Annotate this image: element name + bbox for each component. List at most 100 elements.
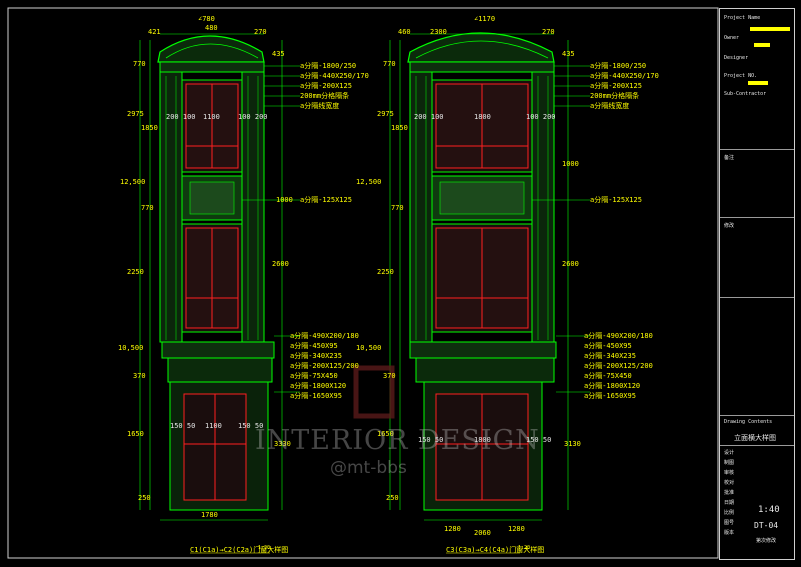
left-top-dim-3: 480 [205,24,218,32]
right-mid-6: 150 50 [526,436,552,444]
left-mid-4: 150 50 [170,422,196,430]
left-elevation [139,33,300,521]
right-caption: C3(C3a)→C4(C4a)门窗大样图 [446,546,545,554]
left-dim-5: 2250 [127,268,144,276]
left-annotation-1: a分隔-1800/250 [300,62,357,70]
left-annotation-8: a分隔-450X95 [290,342,338,350]
brand-mark [353,365,395,419]
left-top-dim-4: 270 [254,28,267,36]
right-annotation-6: a分隔-125X125 [590,196,642,204]
tb-divider-3 [720,297,794,298]
tb-row-6: 日期 [724,500,735,506]
tb-project-value [750,27,790,31]
tb-row-9: 版本 [724,530,735,536]
tb-project-label: Project Name [724,15,761,21]
right-right-dim-2: 1000 [562,160,579,168]
left-mid-6: 150 50 [238,422,264,430]
tb-sub-label: Sub-Contractor [724,91,767,97]
right-dim-5: 2250 [377,268,394,276]
tb-revision-mark: 第次修改 [756,538,777,544]
right-annotation-13: a分隔-1650X95 [584,392,636,400]
tb-divider-4 [720,415,794,416]
right-elevation [389,32,590,521]
left-dim-4: 770 [141,204,154,212]
left-dim-1: 770 [133,60,146,68]
tb-number-label: Project NO. [724,73,758,79]
tb-row-3: 审核 [724,470,735,476]
tb-scale-value: 1:40 [758,505,780,515]
left-caption: C1(C1a)→C2(C2a)门窗大样图 [190,546,289,554]
right-right-dim-4: 2600 [562,260,579,268]
right-dim-4: 770 [391,204,404,212]
right-mid-2: 1800 [474,113,491,121]
left-annotation-6: a分隔-125X125 [300,196,352,204]
right-level-1: 12,500 [356,178,382,186]
left-annotation-5: a分隔线宽度 [300,102,340,110]
tb-row-8: 图号 [724,520,735,526]
left-pediment [157,35,265,63]
right-dim-7: 1650 [377,430,394,438]
right-annotation-7: a分隔-490X200/180 [584,332,653,340]
right-dim-6: 370 [383,372,396,380]
right-bottom-dim-2: 2060 [474,529,491,537]
left-annotation-10: a分隔-200X125/200 [290,362,359,370]
right-bottom-dim-1: 1280 [444,525,461,533]
left-annotation-4: 200mm分格隔条 [300,92,350,100]
title-block: Project Name Owner Designer Project NO. … [719,8,795,560]
tb-owner-label: Owner [724,35,740,41]
left-right-dim-1: 435 [272,50,285,58]
tb-divider-5 [720,445,794,446]
right-dim-3: 1850 [391,124,408,132]
right-annotation-8: a分隔-450X95 [584,342,632,350]
drawing-border [7,7,719,559]
left-dim-2: 2975 [127,110,144,118]
left-top-dim-2: ∠780 [198,15,215,23]
right-pediment [407,32,555,63]
right-right-dim-8: 3130 [564,440,581,448]
watermark-title: INTERIOR DESIGN [255,425,540,456]
left-cornice [161,341,275,359]
tb-row-2: 制图 [724,460,735,466]
right-top-dim-3: 2300 [430,28,447,36]
left-annotation-3: a分隔-200X125 [300,82,352,90]
watermark-handle: @mt-bbs [330,458,407,478]
right-dim-2: 2975 [377,110,394,118]
right-level-2: 10,500 [356,344,382,352]
left-mid-2: 1100 [203,113,220,121]
right-annotation-1: a分隔-1800/250 [590,62,647,70]
left-right-dim-3: 1000 [276,196,293,204]
left-annotation-13: a分隔-1650X95 [290,392,342,400]
tb-notes-label: 备注 [724,155,735,161]
right-top-dim-2: ∠1170 [474,15,496,23]
tb-row-1: 设计 [724,450,735,456]
right-annotation-12: a分隔-1800X120 [584,382,641,390]
right-annotation-4: 200mm分格隔条 [590,92,640,100]
left-mid-3: 100 200 [238,113,268,121]
right-right-dim-1: 435 [562,50,575,58]
right-mid-3: 100 200 [526,113,556,121]
left-dim-6: 370 [133,372,146,380]
left-mid-1: 200 100 [166,113,196,121]
right-mid-5: 1800 [474,436,491,444]
left-annotation-2: a分隔-440X250/170 [300,72,369,80]
tb-divider-2 [720,217,794,218]
left-mid-5: 1100 [205,422,222,430]
left-level-2: 10,500 [118,344,144,352]
left-annotation-12: a分隔-1800X120 [290,382,347,390]
right-bottom-dim-3: 1280 [508,525,525,533]
right-annotation-2: a分隔-440X250/170 [590,72,659,80]
right-top-dim-4: 270 [542,28,555,36]
left-dim-3: 1850 [141,124,158,132]
left-level-1: 12,500 [120,178,146,186]
right-annotation-11: a分隔-75X450 [584,372,632,380]
right-annotation-9: a分隔-340X235 [584,352,636,360]
left-caption-scale: 1:20 [258,545,271,551]
tb-row-5: 批准 [724,490,735,496]
tb-revisions-label: 修改 [724,223,735,229]
tb-drawing-number: DT-04 [754,521,779,530]
right-mid-1: 200 100 [414,113,444,121]
left-dim-7: 1650 [127,430,144,438]
tb-owner-value [754,43,770,47]
right-annotation-5: a分隔线宽度 [590,102,630,110]
